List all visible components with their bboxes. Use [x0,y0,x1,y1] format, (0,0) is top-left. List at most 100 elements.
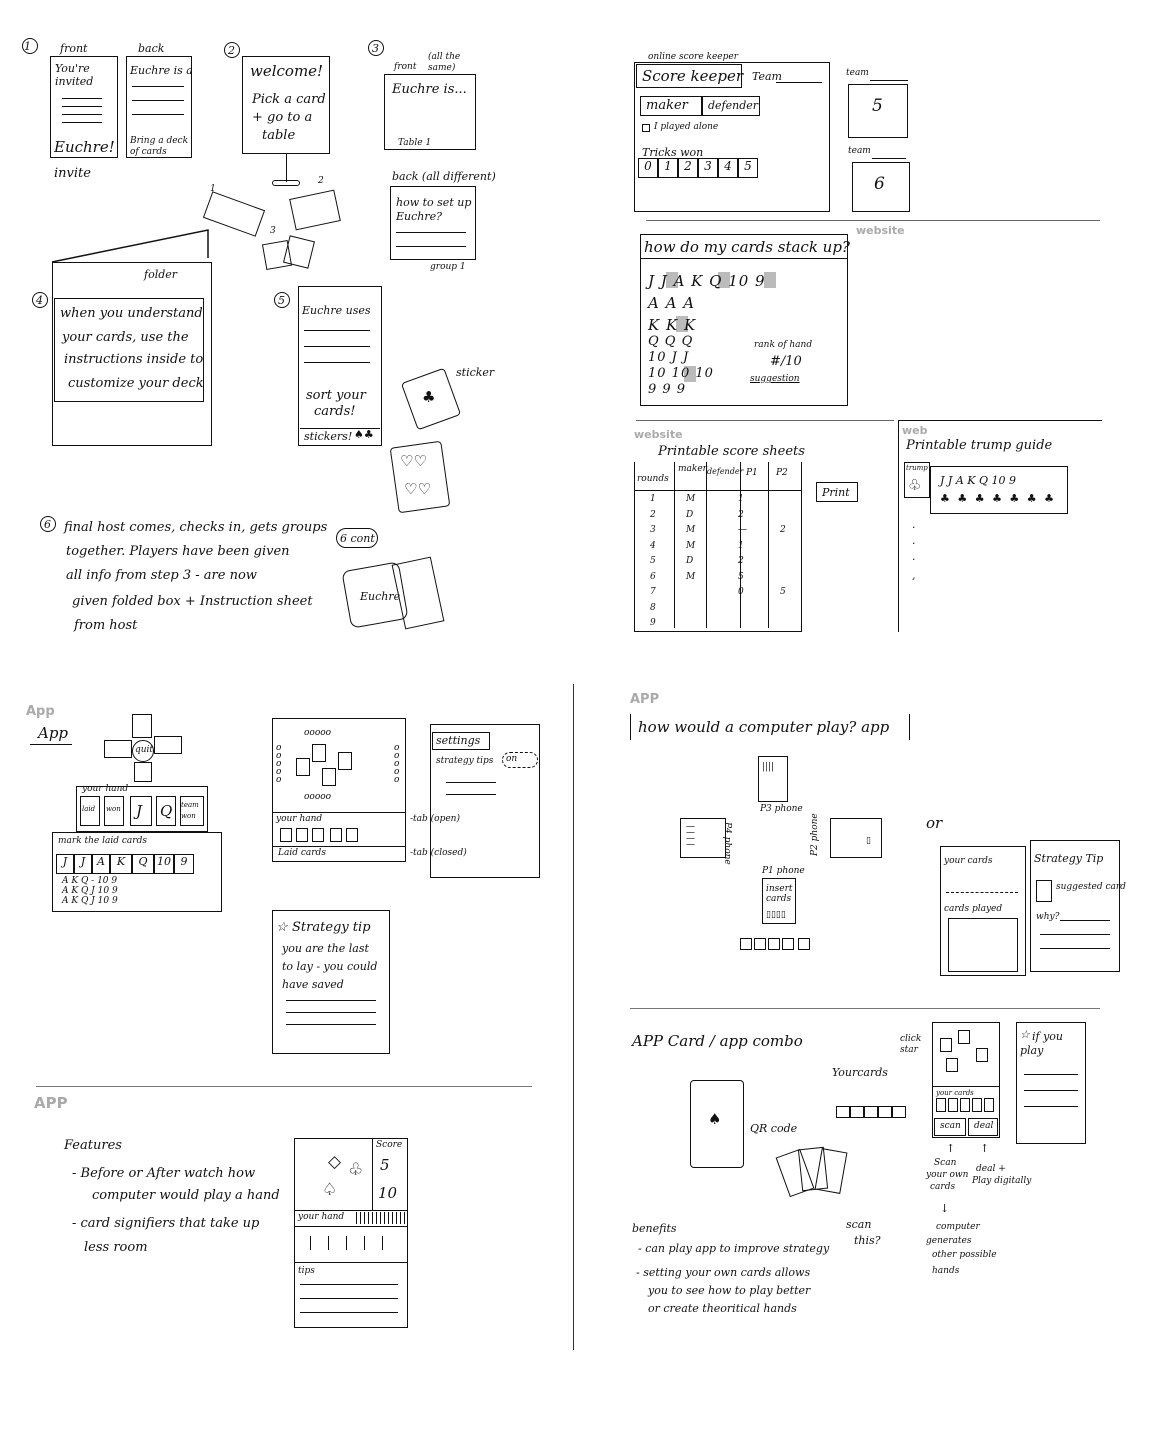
laid-tag: laid [82,805,96,813]
defender-button[interactable] [702,96,760,116]
euchre-uses-sheet [298,286,382,446]
hand-card[interactable] [104,796,124,826]
trick-option[interactable]: 2 [678,158,698,178]
laid-card[interactable]: J [56,854,74,874]
laid-cards-row[interactable]: J J A K Q 10 9 [56,854,194,874]
phone-combo-view [932,1022,1000,1138]
combo-title: APP Card / app combo [632,1032,803,1050]
laid-card[interactable]: A [92,854,110,874]
round-number: 1 [650,494,656,504]
hand-card[interactable] [130,796,152,826]
cont-label: 6 cont [340,532,375,545]
laid-cards-tab[interactable]: Laid cards [278,848,326,858]
heart-icon: ♡♡ [400,452,427,470]
trick-option[interactable]: 5 [738,158,758,178]
scan-label: scan [940,1121,961,1131]
app-gray-label: APP [34,1094,68,1112]
online-score-label: online score keeper [648,52,739,62]
strategy-tip-title: Strategy Tip [1034,852,1104,865]
won-tag: won [106,805,121,813]
played-alone-checkbox[interactable] [642,124,650,132]
column-header: P2 [776,468,788,478]
laid-card[interactable]: K [110,854,132,874]
feature-text: computer would play a hand [92,1188,280,1203]
divider [630,1008,1100,1009]
player-card [104,740,132,758]
hand-row: J J A K Q 10 9 [648,272,766,290]
front-all-label: front [394,62,417,72]
defender-label: defender [708,99,759,112]
qr-card [690,1080,744,1168]
trick-option[interactable]: 3 [698,158,718,178]
team-a-score [848,84,908,138]
welcome-text: welcome! [250,62,324,80]
ellipsis-dots: ···, [912,521,916,582]
trick-option[interactable]: 1 [658,158,678,178]
column-header: maker [678,464,707,474]
card-num-2: 2 [318,176,324,186]
arrow-up-icon: ↑ [980,1142,990,1155]
invite-caption: invite [54,166,91,181]
round-number: 6 [650,571,656,582]
computer-note: computer [936,1222,980,1232]
suggestion-link[interactable]: suggestion [750,374,800,384]
maker-button[interactable] [640,96,702,116]
laid-card[interactable]: Q [132,854,154,874]
print-button[interactable] [816,482,858,502]
cards-played-label: cards played [944,904,1003,914]
laid-card[interactable]: 9 [174,854,194,874]
strategy-tips-label: strategy tips [436,756,494,766]
round-number: 3 [650,525,656,535]
table-tent-back [390,186,476,260]
maker-cell: M [686,540,696,551]
scan-button[interactable] [934,1118,966,1136]
computer-note: generates [926,1236,972,1246]
p1-cell: 2 [738,556,744,566]
hand-row: 9 9 9 [648,382,687,397]
scan-this-label: scan [846,1218,872,1231]
p2-label: P2 phone [810,813,820,856]
score-sheet-table [634,462,802,632]
pick-card-text: Pick a card [252,92,326,107]
trick-option[interactable]: 4 [718,158,738,178]
quit-button[interactable] [132,740,154,762]
laid-card[interactable]: 10 [154,854,174,874]
stack-up-window [640,234,848,406]
table-tent-front [384,74,476,150]
scattered-card [282,235,316,269]
p1-cell: 5 [738,571,744,582]
played-card [338,752,352,770]
p1-label: P1 phone [762,866,805,876]
laid-sequence: A K Q J 10 9 [62,896,118,906]
feature-text: - card signifiers that take up [72,1216,260,1231]
your-hand-label: your hand [82,784,129,794]
your-hand-panel [76,786,208,832]
p4-label: P4 phone [722,822,732,865]
qr-code-label: QR code [750,1122,798,1135]
features-title: Features [64,1138,122,1153]
club-icon: ♧ [908,476,922,494]
heart-icon: ♡♡ [404,480,431,498]
benefit-text: - setting your own cards allows [636,1266,811,1279]
laid-card[interactable]: J [74,854,92,874]
deal-button[interactable] [968,1118,998,1136]
trick-option[interactable]: 0 [638,158,658,178]
all-same-note: (all the same) [428,52,461,73]
hand-card[interactable] [156,796,176,826]
your-hand-tab[interactable]: your hand [276,814,323,824]
insert-label: insert [766,884,793,894]
strategy-tips-toggle[interactable] [502,752,538,768]
p1-cell: — [738,525,747,535]
benefit-text: - can play app to improve strategy [638,1242,830,1255]
p2-cell: 5 [780,587,786,597]
tip-title: Strategy tip [292,920,371,935]
tricks-selector[interactable]: 0 1 2 3 4 5 [638,158,758,178]
clubs-row: ♣ ♣ ♣ ♣ ♣ ♣ ♣ [940,492,1057,505]
hand-card[interactable] [180,796,204,826]
club-icon: ♧ [348,1160,364,1180]
hand-card[interactable] [80,796,100,826]
table-1: Table 1 [398,138,432,148]
score-keeper-tab[interactable] [636,64,742,88]
invite-card-front [50,56,118,158]
